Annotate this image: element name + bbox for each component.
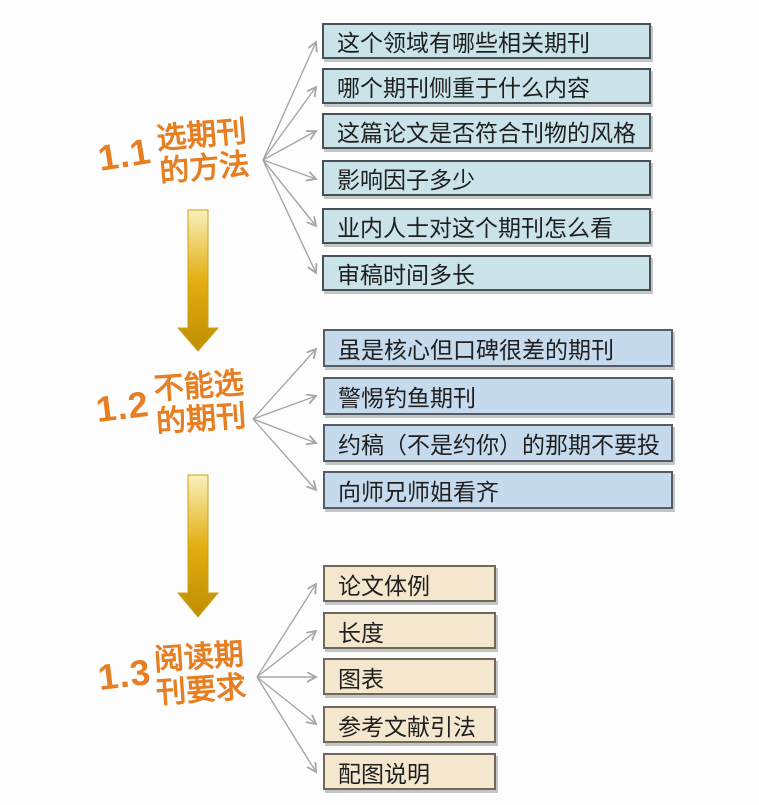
section-1-2-number: 1.2 (93, 382, 152, 431)
section-1-1-title: 选期刊 的方法 (155, 115, 250, 189)
flow-box: 论文体例 (323, 565, 496, 602)
connector-lines-section-1-3 (256, 584, 316, 772)
flow-box: 审稿时间多长 (322, 255, 651, 291)
section-1-3-title: 阅读期 刊要求 (153, 638, 247, 710)
connector-lines-section-1-2 (252, 349, 316, 490)
flow-box: 影响因子多少 (322, 160, 651, 196)
flow-box: 图表 (323, 658, 496, 695)
flow-box: 长度 (323, 612, 496, 649)
down-arrow-icon (176, 474, 220, 618)
section-1-3-title-line2: 刊要求 (155, 670, 248, 711)
down-arrow-icon (176, 209, 220, 352)
section-1-3-number: 1.3 (95, 650, 154, 699)
flow-box: 配图说明 (323, 753, 496, 790)
flow-box: 约稿（不是约你）的那期不要投 (323, 424, 673, 462)
flow-box: 这个领域有哪些相关期刊 (322, 23, 651, 59)
flow-box: 向师兄师姐看齐 (323, 471, 673, 509)
flow-box: 警惕钓鱼期刊 (323, 377, 673, 415)
section-1-2-title: 不能选 的期刊 (153, 367, 247, 439)
flow-box: 业内人士对这个期刊怎么看 (322, 208, 651, 244)
section-1-2-title-line2: 的期刊 (155, 399, 248, 440)
flow-box: 哪个期刊侧重于什么内容 (322, 68, 651, 104)
section-1-1-number: 1.1 (95, 130, 154, 179)
flow-box: 参考文献引法 (323, 706, 496, 743)
connector-lines-section-1-1 (262, 42, 316, 273)
flow-box: 这篇论文是否符合刊物的风格 (322, 113, 651, 149)
flow-box: 虽是核心但口碑很差的期刊 (323, 329, 673, 367)
